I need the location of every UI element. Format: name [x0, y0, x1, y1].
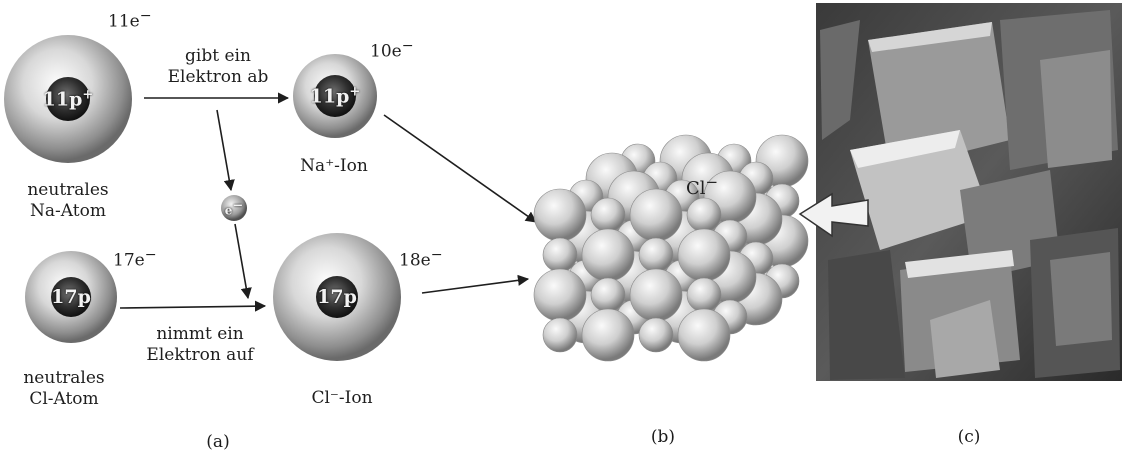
- cl-ion-electrons: 18e−: [399, 245, 443, 272]
- lattice-ion-sphere: [639, 318, 673, 352]
- lattice-ion-sphere: [582, 229, 634, 281]
- arrow-naion-to-lattice: [384, 115, 536, 222]
- lattice-ion-sphere: [678, 229, 730, 281]
- panel-a-label: (a): [206, 432, 229, 452]
- lattice-ion-sphere: [678, 309, 730, 361]
- nacl-crystal-lattice: [534, 135, 808, 361]
- arrow-clion-to-lattice: [422, 279, 528, 293]
- salt-crystal-micrograph: [800, 3, 1122, 381]
- lattice-ion-sphere: [591, 278, 625, 312]
- cl-atom-caption: neutrales Cl-Atom: [23, 368, 104, 410]
- na-ion-nucleus: 11p+: [310, 84, 361, 107]
- lattice-ion-sphere: [543, 238, 577, 272]
- lattice-ion-sphere: [687, 278, 721, 312]
- lattice-ion-sphere: [582, 309, 634, 361]
- lattice-ion-sphere: [630, 189, 682, 241]
- lattice-ion-sphere: [534, 189, 586, 241]
- lattice-ion-sphere: [639, 238, 673, 272]
- panel-b-label: (b): [651, 427, 675, 447]
- lattice-ion-sphere: [534, 269, 586, 321]
- panel-c-label: (c): [958, 427, 981, 447]
- cl-ion-caption: Cl⁻-Ion: [311, 388, 372, 409]
- cl-ion-nucleus: 17p: [317, 286, 357, 308]
- cl-atom-nucleus: 17p: [51, 286, 91, 308]
- cl-atom-electrons: 17e−: [113, 245, 157, 272]
- lattice-ion-sphere: [543, 318, 577, 352]
- na-atom-nucleus: 11p+: [43, 87, 94, 110]
- arrow-bottom-caption: nimmt ein Elektron auf: [146, 324, 253, 366]
- arrow-electron-down: [235, 224, 248, 298]
- lattice-ion-sphere: [630, 269, 682, 321]
- arrow-to-electron: [217, 110, 231, 190]
- na-ion-caption: Na⁺-Ion: [300, 156, 368, 177]
- lattice-ion-sphere: [687, 198, 721, 232]
- na-ion-electrons: 10e−: [370, 36, 414, 63]
- arrow-cl-to-ion: [120, 306, 265, 308]
- na-atom-electrons: 11e−: [108, 6, 152, 33]
- lattice-ion-sphere: [591, 198, 625, 232]
- electron-label: e−: [225, 199, 244, 218]
- lattice-cl-label: Cl−: [686, 172, 718, 199]
- arrow-top-caption: gibt ein Elektron ab: [168, 46, 269, 88]
- na-atom-caption: neutrales Na-Atom: [27, 180, 108, 222]
